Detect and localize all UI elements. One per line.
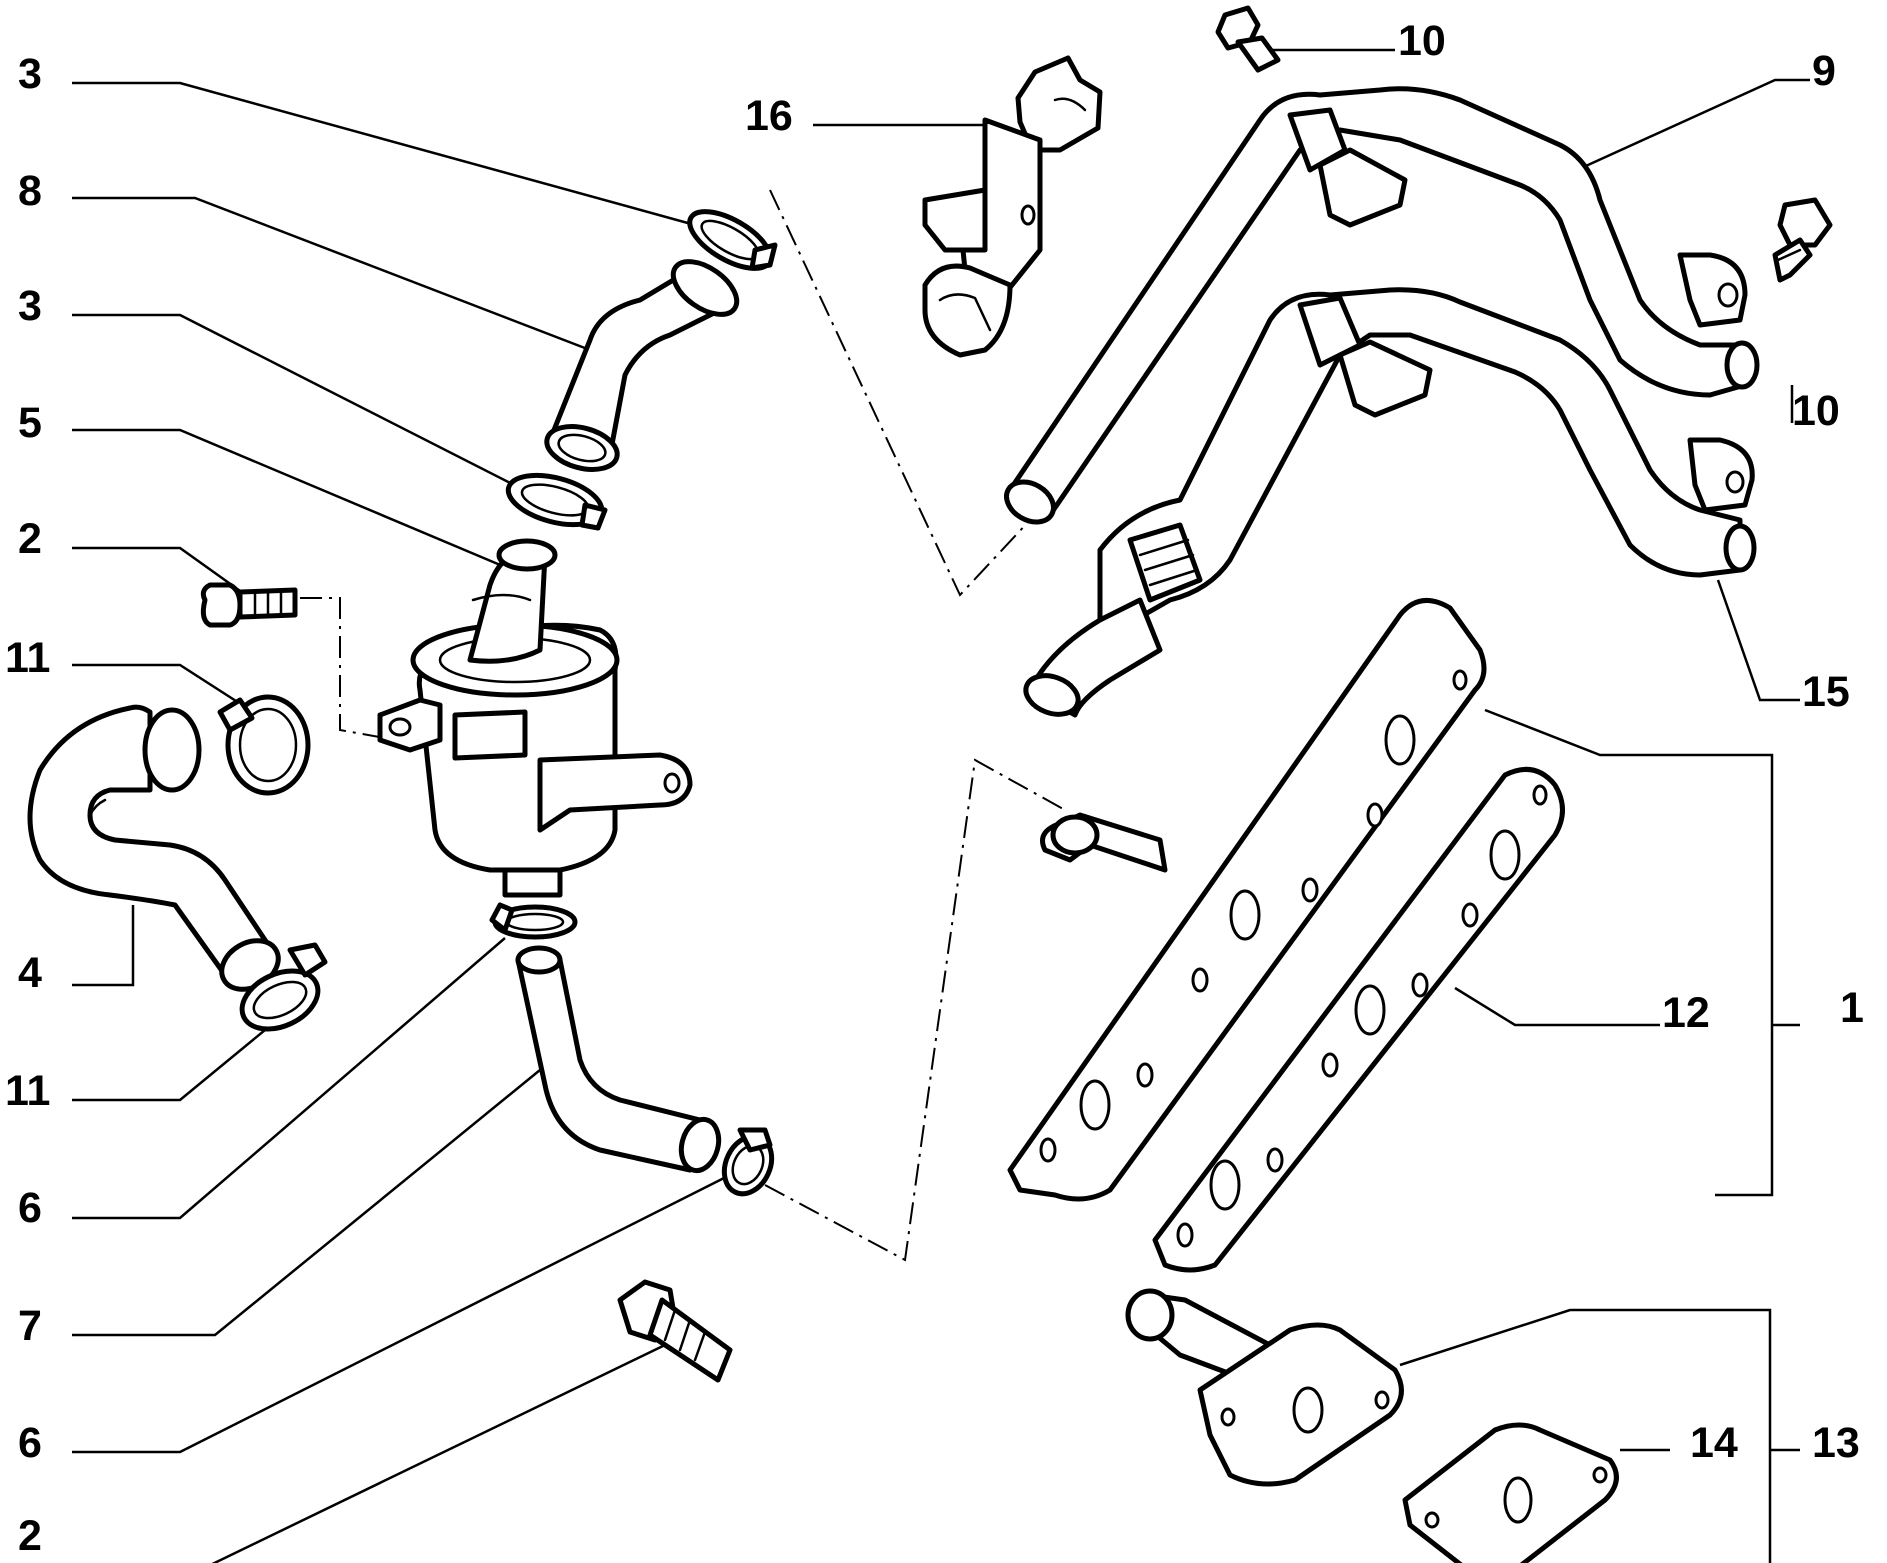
callout-1: 1 [1840,984,1864,1032]
bolt-part-10-right [1772,197,1833,283]
callout-labels: 3 8 3 5 2 11 4 11 6 7 6 2 16 10 9 10 15 … [5,17,1864,1560]
connection-lines [300,189,1066,1262]
callout-10-top: 10 [1398,17,1446,65]
clamp-part-6-upper [489,902,578,940]
hose-part-4 [27,704,281,992]
clamp-part-11-upper [217,694,311,796]
callout-4: 4 [18,949,42,997]
callout-2-top: 2 [18,515,42,563]
bolt-part-2-left [200,582,298,628]
separator-part-5 [377,538,693,898]
callout-15: 15 [1802,668,1850,716]
clamp-part-3-middle [505,472,608,531]
gasket-part-14 [1402,1422,1619,1563]
rigid-pipe-part-15 [1023,287,1757,718]
clamp-part-11-lower [239,942,328,1032]
callout-14: 14 [1690,1419,1738,1467]
callout-13: 13 [1812,1419,1860,1467]
callout-3-top: 3 [18,50,42,98]
leader-lines [72,48,1810,1563]
bracket-part-16 [922,55,1103,358]
callout-8: 8 [18,167,42,215]
bolt-part-2-bottom [617,1279,733,1383]
callout-5: 5 [18,399,42,447]
callout-11-bottom: 11 [5,1067,50,1115]
callout-16: 16 [745,92,793,140]
callout-12: 12 [1662,989,1710,1037]
callout-10-right: 10 [1792,387,1840,435]
hose-part-7 [515,945,722,1174]
plate-part-12-front [1007,598,1487,1202]
callout-3-middle: 3 [18,282,42,330]
rigid-pipe-part-9 [1004,86,1760,525]
clamp-part-6-lower [721,1127,775,1197]
callout-9: 9 [1812,47,1836,95]
callout-6-top: 6 [18,1184,42,1232]
plate-part-12-back [1152,766,1565,1273]
callout-7: 7 [18,1302,42,1350]
clamp-part-3-top [687,209,778,271]
callout-11-top: 11 [5,634,50,682]
flange-part-13 [1125,1288,1404,1487]
callout-6-bottom: 6 [18,1419,42,1467]
hose-part-8 [544,259,740,472]
callout-2-bottom: 2 [18,1512,42,1560]
bolt-part-10-top [1215,5,1281,73]
